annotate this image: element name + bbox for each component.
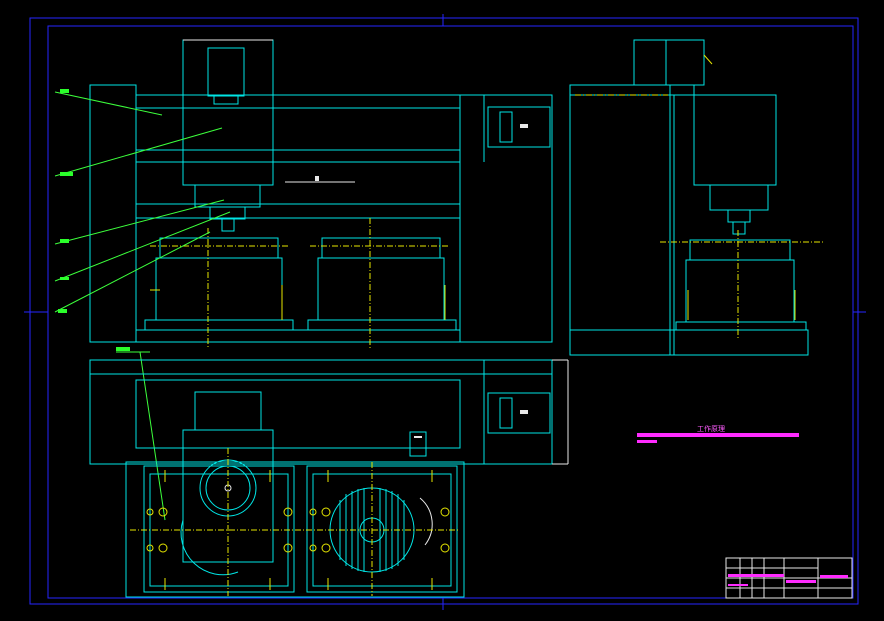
sheet-outer-border <box>29 17 859 605</box>
title-block <box>725 557 853 599</box>
border-ticks <box>24 14 866 610</box>
side-view <box>569 39 825 356</box>
tech-requirements-title: 工作原理 <box>697 424 725 433</box>
tech-requirements-block: 工作原理 <box>637 424 799 443</box>
leader-callouts <box>54 89 231 521</box>
top-view <box>89 359 569 598</box>
front-view <box>89 39 553 348</box>
